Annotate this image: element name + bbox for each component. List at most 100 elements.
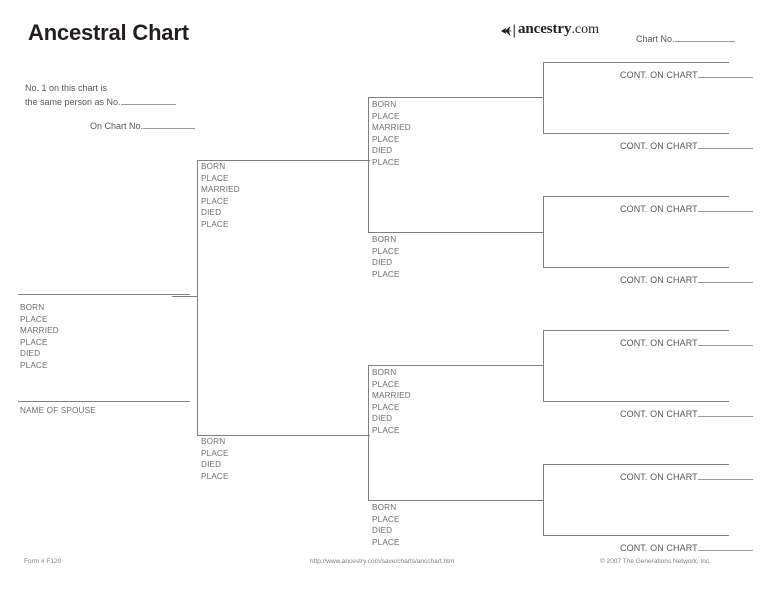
cont-label: CONT. ON CHART (620, 141, 698, 151)
gen3-maternal-grandfather-rule (368, 365, 544, 366)
field-born: BORN (372, 100, 397, 109)
info-line-1: No. 1 on this chart is (25, 83, 108, 93)
gen3-paternal-grandmother-rule (368, 232, 544, 233)
gen4-person-1-rule (543, 62, 729, 63)
same-person-blank[interactable] (120, 95, 176, 105)
on-chart-no-blank[interactable] (143, 119, 195, 129)
gen3-maternal-grandmother-fields: BORN PLACE DIED PLACE (372, 502, 400, 548)
field-died: DIED (20, 349, 41, 359)
chart-no-field: Chart No. (636, 32, 735, 44)
field-place: PLACE (372, 402, 400, 412)
chart-no-label: Chart No. (636, 34, 675, 44)
gen4-person-5-rule (543, 330, 729, 331)
gen3-paternal-grandfather-rule (368, 97, 544, 98)
field-place: PLACE (201, 219, 229, 229)
gen4-person-7-cont: CONT. ON CHART (620, 470, 753, 482)
field-born: BORN (372, 368, 397, 377)
cont-blank[interactable] (697, 541, 753, 551)
field-married: MARRIED (201, 185, 240, 195)
field-place: PLACE (20, 314, 48, 324)
cont-blank[interactable] (697, 407, 753, 417)
field-married: MARRIED (20, 326, 59, 336)
connector-gen2-mother-gen3 (352, 435, 370, 436)
field-place: PLACE (372, 379, 400, 389)
same-person-label: the same person as No. (25, 97, 121, 107)
cont-label: CONT. ON CHART (620, 338, 698, 348)
cont-label: CONT. ON CHART (620, 204, 698, 214)
connector-gen2-father-gen3 (352, 160, 370, 161)
cont-label: CONT. ON CHART (620, 275, 698, 285)
info-line-3: On Chart No. (25, 119, 205, 133)
person1-spouse-rule (18, 401, 190, 402)
cont-blank[interactable] (697, 202, 753, 212)
cont-blank[interactable] (697, 273, 753, 283)
gen3-paternal-grandmother-fields: BORN PLACE DIED PLACE (372, 234, 400, 280)
field-died: DIED (372, 146, 393, 156)
footer-url: http://www.ancestry.com/save/charts/ancc… (310, 558, 455, 565)
field-place: PLACE (20, 337, 48, 347)
page-title: Ancestral Chart (28, 20, 189, 45)
gen2-mother-rule (197, 435, 369, 436)
ancestry-leaf-icon (500, 24, 517, 38)
gen4-bracket-1-spine (543, 62, 544, 133)
person1-fields: BORN PLACE MARRIED PLACE DIED PLACE (20, 302, 59, 372)
field-born: BORN (20, 303, 45, 312)
gen4-person-7-rule (543, 464, 729, 465)
gen3-maternal-grandfather-fields: BORN PLACE MARRIED PLACE DIED PLACE (372, 367, 411, 437)
field-place: PLACE (201, 196, 229, 206)
field-place: PLACE (372, 514, 400, 524)
gen3-lower-bracket-spine (368, 365, 369, 501)
logo-wordmark: ancestry (518, 21, 572, 37)
field-place: PLACE (372, 269, 400, 279)
field-place: PLACE (372, 537, 400, 547)
connector-gen3-4-gen4 (528, 500, 544, 501)
footer-form-number: Form # F120 (24, 558, 62, 565)
field-place: PLACE (201, 471, 229, 481)
gen2-mother-fields: BORN PLACE DIED PLACE (201, 436, 229, 482)
gen3-paternal-grandfather-fields: BORN PLACE MARRIED PLACE DIED PLACE (372, 99, 411, 169)
connector-gen3-3-gen4 (528, 365, 544, 366)
gen4-person-2-cont: CONT. ON CHART (620, 139, 753, 151)
gen4-person-6-cont: CONT. ON CHART (620, 407, 753, 419)
chart-reference-block: No. 1 on this chart is the same person a… (25, 82, 205, 133)
person1-spouse-label: NAME OF SPOUSE (20, 406, 96, 415)
field-place: PLACE (372, 246, 400, 256)
gen4-bracket-3-spine (543, 330, 544, 401)
gen4-person-8-rule (543, 535, 729, 536)
cont-label: CONT. ON CHART (620, 70, 698, 80)
cont-blank[interactable] (697, 139, 753, 149)
cont-blank[interactable] (697, 336, 753, 346)
cont-label: CONT. ON CHART (620, 409, 698, 419)
field-died: DIED (201, 460, 222, 470)
field-born: BORN (372, 503, 397, 512)
cont-label: CONT. ON CHART (620, 472, 698, 482)
person1-top-rule (18, 294, 190, 295)
cont-label: CONT. ON CHART (620, 543, 698, 553)
field-married: MARRIED (372, 391, 411, 401)
gen4-person-5-cont: CONT. ON CHART (620, 336, 753, 348)
gen4-bracket-4-spine (543, 464, 544, 535)
gen2-bracket-spine (197, 160, 198, 436)
connector-gen1-gen2 (172, 296, 198, 297)
gen3-maternal-grandmother-rule (368, 500, 544, 501)
gen4-person-4-cont: CONT. ON CHART (620, 273, 753, 285)
gen4-bracket-2-spine (543, 196, 544, 267)
gen2-father-fields: BORN PLACE MARRIED PLACE DIED PLACE (201, 161, 240, 231)
cont-blank[interactable] (697, 68, 753, 78)
gen4-person-6-rule (543, 401, 729, 402)
gen3-upper-bracket-spine (368, 97, 369, 233)
chart-no-blank[interactable] (674, 32, 735, 42)
ancestry-logo: ancestry.com (500, 21, 599, 38)
field-born: BORN (372, 235, 397, 244)
field-place: PLACE (201, 448, 229, 458)
on-chart-no-label: On Chart No. (89, 121, 143, 131)
info-line-2: the same person as No. (25, 95, 205, 109)
cont-blank[interactable] (697, 470, 753, 480)
connector-gen3-1-gen4 (528, 97, 544, 98)
gen4-person-8-cont: CONT. ON CHART (620, 541, 753, 553)
gen2-father-rule (197, 160, 369, 161)
gen4-person-3-rule (543, 196, 729, 197)
field-died: DIED (372, 414, 393, 424)
field-born: BORN (201, 437, 226, 446)
